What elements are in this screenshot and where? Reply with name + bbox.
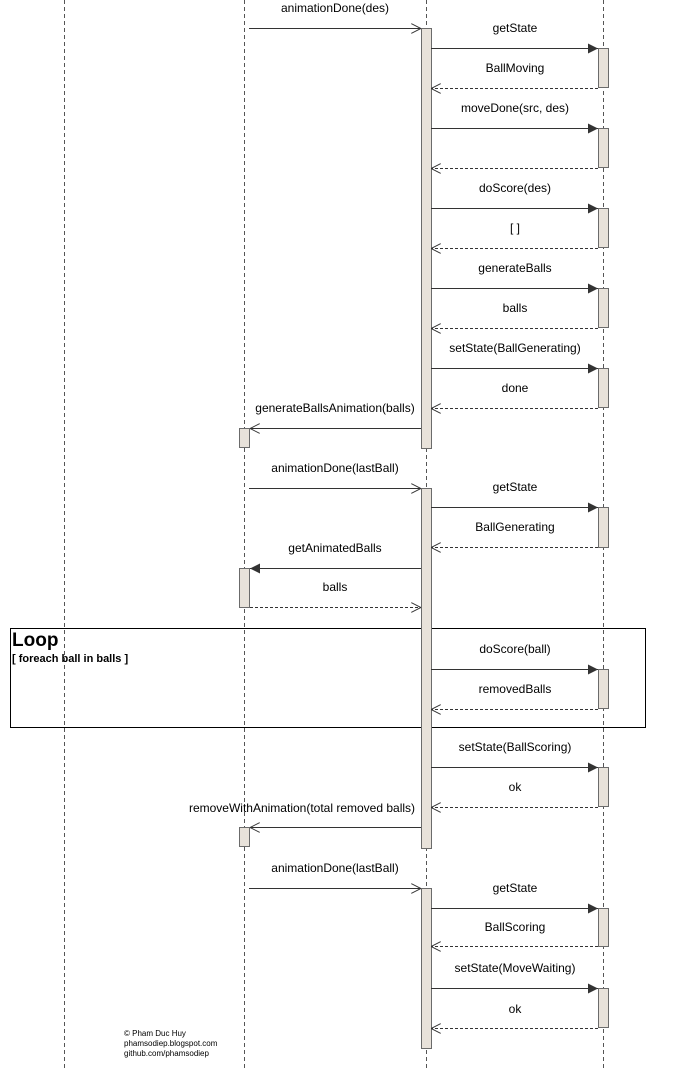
message-label: generateBalls bbox=[478, 261, 551, 275]
loop-guard: [ foreach ball in balls ] bbox=[12, 653, 128, 665]
lifelines bbox=[64, 0, 604, 1068]
message-label: balls bbox=[503, 301, 528, 315]
message-label: generateBallsAnimation(balls) bbox=[255, 401, 414, 415]
activation-bar bbox=[421, 28, 432, 449]
activation-bar bbox=[239, 568, 250, 608]
activation-bar bbox=[598, 128, 609, 168]
message-label: animationDone(lastBall) bbox=[271, 461, 398, 475]
message-label: BallGenerating bbox=[475, 520, 554, 534]
message-label: ok bbox=[509, 780, 523, 794]
message-label: moveDone(src, des) bbox=[461, 101, 569, 115]
activation-bar bbox=[598, 767, 609, 807]
message-label: doScore(ball) bbox=[479, 642, 550, 656]
message-label: getAnimatedBalls bbox=[288, 541, 381, 555]
message-label: BallMoving bbox=[486, 61, 545, 75]
message-label: getState bbox=[493, 480, 538, 494]
activation-bar bbox=[598, 288, 609, 328]
activation-bar bbox=[239, 428, 250, 448]
credit-blog: phamsodiep.blogspot.com bbox=[124, 1039, 218, 1048]
message-label: [ ] bbox=[510, 221, 520, 235]
message-label: done bbox=[502, 381, 529, 395]
credit-author: © Pham Duc Huy bbox=[124, 1029, 186, 1038]
activation-bar bbox=[598, 988, 609, 1028]
activation-bar bbox=[421, 888, 432, 1049]
loop-fragment: Loop [ foreach ball in balls ] bbox=[10, 628, 646, 728]
message-label: removeWithAnimation(total removed balls) bbox=[189, 801, 415, 815]
message-label: BallScoring bbox=[485, 920, 546, 934]
message-label: setState(BallGenerating) bbox=[449, 341, 580, 355]
activation-bar bbox=[598, 368, 609, 408]
message-label: balls bbox=[323, 580, 348, 594]
message-label: doScore(des) bbox=[479, 181, 551, 195]
message-label: setState(MoveWaiting) bbox=[455, 961, 576, 975]
activation-bar bbox=[598, 669, 609, 709]
activation-bar bbox=[598, 908, 609, 947]
activation-bar bbox=[598, 48, 609, 88]
credits: © Pham Duc Huy phamsodiep.blogspot.com g… bbox=[124, 1029, 218, 1058]
activation-bar bbox=[598, 507, 609, 548]
loop-frame bbox=[10, 628, 646, 728]
activation-bar bbox=[421, 488, 432, 849]
message-label: animationDone(lastBall) bbox=[271, 861, 398, 875]
activation-bar bbox=[598, 208, 609, 248]
activation-bar bbox=[239, 827, 250, 847]
messages: animationDone(des) getState BallMoving m… bbox=[189, 1, 598, 1029]
activations bbox=[239, 28, 609, 1049]
loop-title: Loop bbox=[12, 630, 58, 651]
message-label: animationDone(des) bbox=[281, 1, 389, 15]
message-label: ok bbox=[509, 1002, 523, 1016]
message-label: removedBalls bbox=[479, 682, 552, 696]
credit-github: github.com/phamsodiep bbox=[124, 1049, 209, 1058]
message-label: getState bbox=[493, 21, 538, 35]
message-label: getState bbox=[493, 881, 538, 895]
message-label: setState(BallScoring) bbox=[459, 740, 572, 754]
